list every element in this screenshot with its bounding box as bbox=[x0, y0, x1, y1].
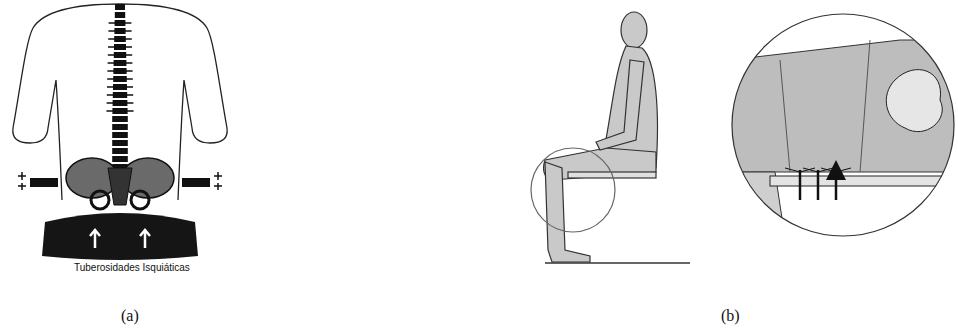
rib-stub bbox=[107, 78, 133, 80]
rib-stub bbox=[107, 86, 133, 88]
vertebra bbox=[115, 12, 125, 18]
ischium bbox=[131, 191, 149, 209]
torso-outline bbox=[120, 4, 227, 200]
vertebra bbox=[112, 132, 128, 138]
rib-stub bbox=[108, 30, 131, 32]
rib-stub bbox=[107, 70, 132, 72]
zoom-background bbox=[730, 14, 956, 238]
detail-circle bbox=[531, 148, 615, 232]
thigh-section bbox=[730, 40, 956, 172]
vertebra bbox=[112, 116, 128, 122]
contour-line bbox=[780, 40, 870, 172]
rib-stub bbox=[108, 62, 133, 64]
rib-stub bbox=[108, 46, 132, 48]
rib-stub bbox=[109, 22, 132, 24]
vertebra bbox=[115, 4, 125, 10]
rib-stub bbox=[106, 110, 133, 112]
panel-label: (b) bbox=[721, 307, 740, 325]
head bbox=[621, 12, 647, 48]
pressure-arrow bbox=[140, 230, 150, 248]
pressure-arrow bbox=[800, 170, 836, 200]
seat-cushion bbox=[42, 213, 198, 260]
pressure-rays bbox=[785, 168, 851, 172]
panel-label: (a) bbox=[121, 307, 139, 325]
pressure-arrow bbox=[90, 230, 100, 248]
armrest bbox=[30, 178, 58, 187]
zoom-circle bbox=[732, 14, 954, 236]
rib-stub bbox=[108, 54, 132, 56]
rib-stub bbox=[107, 102, 134, 104]
seat-plate bbox=[770, 176, 958, 186]
sacrum bbox=[108, 168, 132, 205]
vertebra bbox=[112, 148, 128, 154]
force-symbol bbox=[18, 172, 26, 190]
back-view bbox=[13, 4, 227, 260]
vertebra bbox=[112, 156, 128, 162]
anatomy-label: Tuberosidades Isquiáticas bbox=[74, 262, 190, 273]
spine bbox=[106, 4, 133, 170]
floor-line bbox=[545, 262, 690, 264]
detail-zoom bbox=[730, 14, 958, 238]
rib-stub bbox=[107, 94, 133, 96]
ischium bbox=[91, 191, 109, 209]
pelvis-bone bbox=[886, 70, 942, 132]
seated-figure bbox=[531, 12, 690, 263]
force-symbol bbox=[214, 172, 222, 190]
armrest bbox=[182, 178, 210, 187]
vertebra bbox=[112, 140, 128, 146]
torso-outline bbox=[13, 4, 120, 200]
vertebra bbox=[112, 124, 128, 130]
rib-stub bbox=[108, 38, 132, 40]
arm bbox=[596, 60, 644, 150]
